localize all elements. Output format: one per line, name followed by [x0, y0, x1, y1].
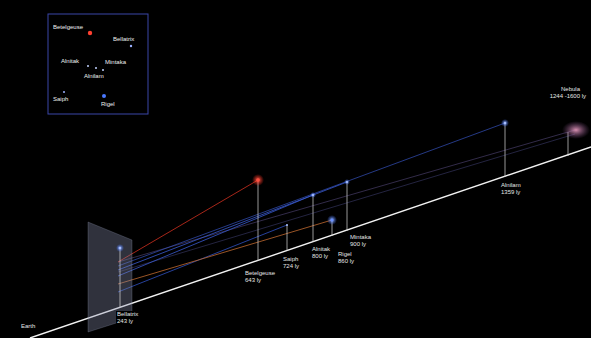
- star-name: Bellatrix: [116, 311, 139, 318]
- star-dot: [286, 224, 288, 226]
- star-dot: [346, 181, 348, 183]
- distance-value: 860 ly: [337, 258, 355, 265]
- star-name: Alnilam: [500, 182, 522, 189]
- nebula-name: Nebula: [560, 86, 581, 93]
- star-dot: [87, 65, 89, 67]
- star-glow: [327, 215, 337, 225]
- star-glow: [310, 192, 316, 198]
- star-glow: [252, 174, 264, 186]
- star-dot: [63, 91, 65, 93]
- star-dot: [312, 194, 314, 196]
- star-dot: [256, 178, 260, 182]
- inset-star-name: Saiph: [52, 96, 69, 103]
- inset-star-name: Alnitak: [60, 58, 80, 65]
- sightlines: [118, 123, 575, 292]
- inset-frame: [48, 14, 148, 114]
- distance-value: 643 ly: [244, 277, 262, 284]
- star-dot: [95, 67, 97, 69]
- distance-value: 900 ly: [349, 241, 367, 248]
- nebula-cloud: [562, 121, 590, 139]
- star-dot: [331, 219, 334, 222]
- origin-label: Earth: [20, 323, 36, 330]
- star-name: Mintaka: [349, 234, 372, 241]
- star-name: Saiph: [282, 256, 299, 263]
- drop-lines: [120, 123, 568, 307]
- inset-star-name: Alnilam: [83, 73, 105, 80]
- inset-star-name: Bellatrix: [112, 36, 135, 43]
- star-glow: [344, 179, 350, 185]
- inset-star-name: Rigel: [100, 101, 116, 108]
- star-name: Rigel: [337, 251, 353, 258]
- distance-value: 243 ly: [116, 318, 134, 325]
- distance-value: 1359 ly: [500, 189, 521, 196]
- star-dot: [102, 94, 106, 98]
- star-dot: [504, 122, 506, 124]
- star-glow: [501, 119, 509, 127]
- distance-value: 724 ly: [282, 263, 300, 270]
- star-name: Betelgeuse: [244, 270, 276, 277]
- inset-star-name: Betelgeuse: [52, 24, 84, 31]
- star-glow: [116, 244, 124, 252]
- star-dot: [102, 69, 104, 71]
- star-dot: [88, 31, 92, 35]
- star-dot: [130, 45, 132, 47]
- distance-axis: [30, 147, 591, 338]
- star-dot: [119, 247, 121, 249]
- star-name: Alnitak: [311, 246, 331, 253]
- inset-star-name: Mintaka: [104, 59, 127, 66]
- distance-value: 1244 -1600 ly: [549, 93, 587, 100]
- distance-value: 800 ly: [311, 253, 329, 260]
